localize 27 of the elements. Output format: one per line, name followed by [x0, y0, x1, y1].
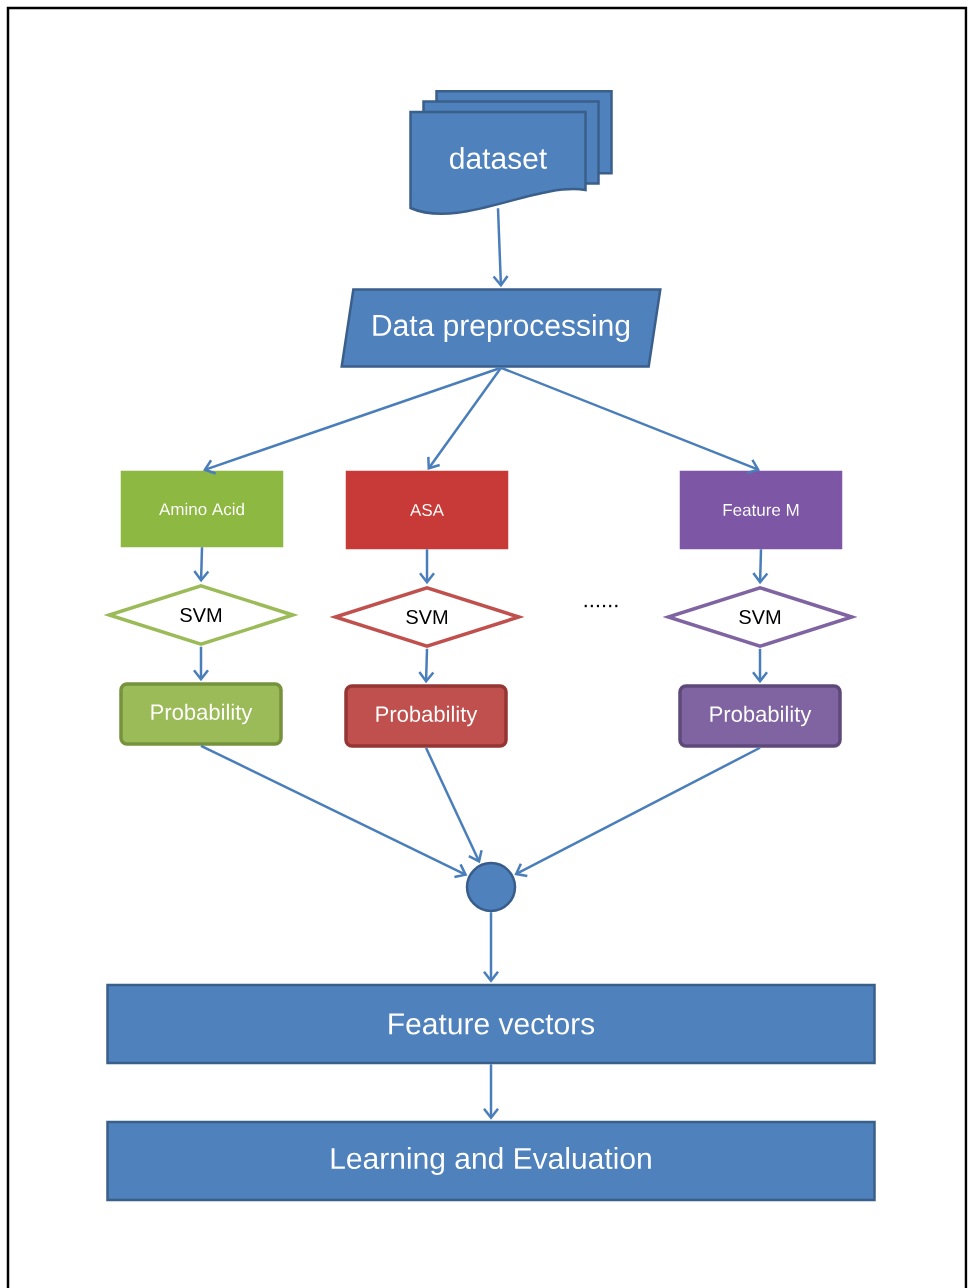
arrow — [483, 912, 499, 983]
arrow — [492, 208, 509, 288]
arrow — [193, 646, 209, 682]
arrow — [427, 367, 503, 470]
arrow — [193, 547, 210, 583]
feature-box: Amino Acid — [120, 470, 284, 548]
feature-box: ASA — [345, 470, 509, 550]
arrow — [419, 549, 435, 585]
arrow — [418, 648, 435, 684]
merge-circle — [465, 861, 517, 913]
arrow — [200, 744, 468, 879]
arrow — [424, 747, 483, 864]
process-bar: Learning and Evaluation — [106, 1120, 876, 1202]
result-box: Probability — [119, 682, 283, 746]
process-parallelogram: Data preprocessing — [340, 288, 662, 368]
result-box: Probability — [678, 684, 842, 748]
arrow — [202, 366, 502, 475]
feature-box: Feature M — [679, 470, 843, 550]
document-stack: dataset — [409, 89, 613, 215]
arrow — [483, 1064, 499, 1120]
ellipsis-label: ...... — [584, 604, 618, 608]
arrow — [500, 366, 761, 475]
result-box: Probability — [344, 684, 508, 748]
arrow — [752, 648, 768, 684]
process-bar: Feature vectors — [106, 983, 876, 1065]
arrow — [752, 549, 769, 585]
arrow — [514, 746, 761, 878]
